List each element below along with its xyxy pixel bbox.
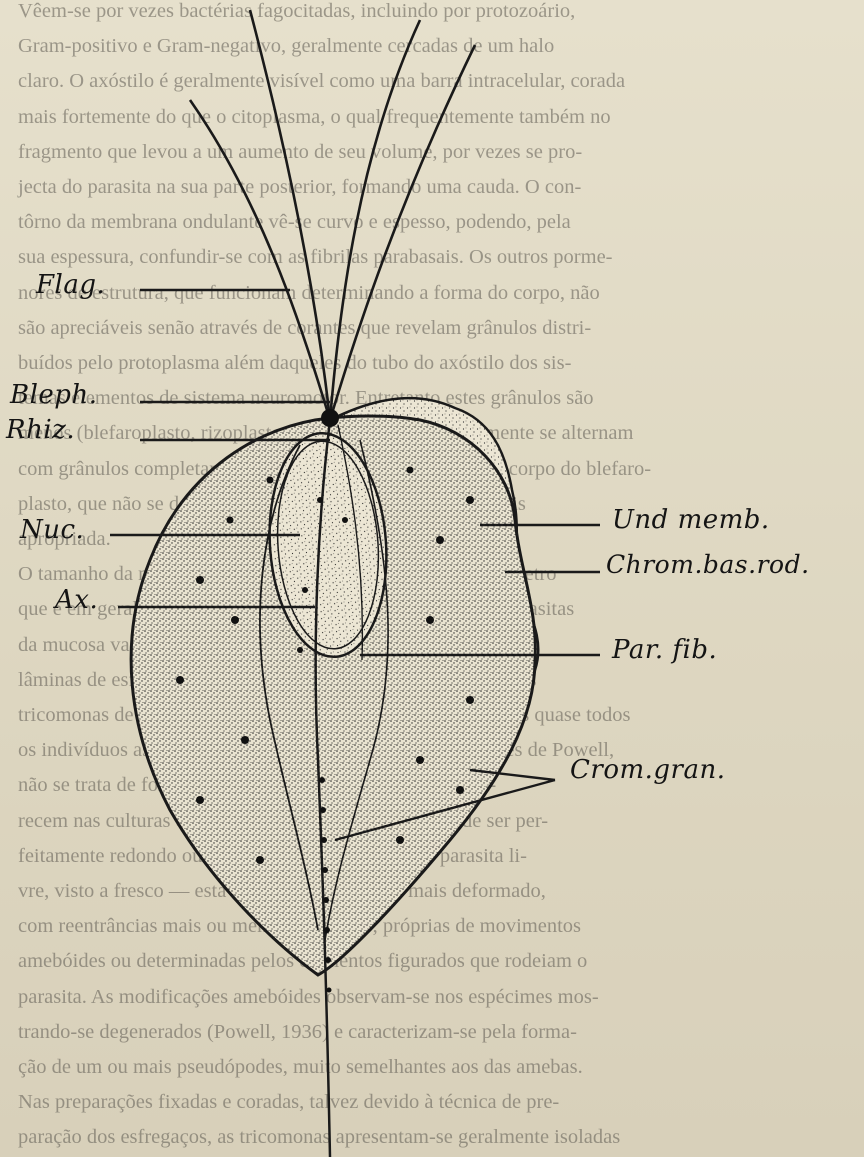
flagella [190, 10, 475, 420]
label-rhizoplast: Rhiz. [6, 415, 75, 445]
label-parabasal-fibre: Par. fib. [612, 635, 717, 665]
label-chromatic-basal-rod: Chrom.bas.rod. [606, 550, 810, 579]
label-blepharoplast: Bleph. [10, 380, 97, 410]
blepharoplast [321, 409, 339, 427]
label-undulating-membrane: Und memb. [612, 505, 770, 535]
label-nucleus: Nuc. [20, 515, 84, 545]
label-flagella: Flag. [36, 270, 105, 300]
label-axostyle: Ax. [55, 585, 98, 615]
label-chromatic-granules: Crom.gran. [570, 755, 725, 785]
